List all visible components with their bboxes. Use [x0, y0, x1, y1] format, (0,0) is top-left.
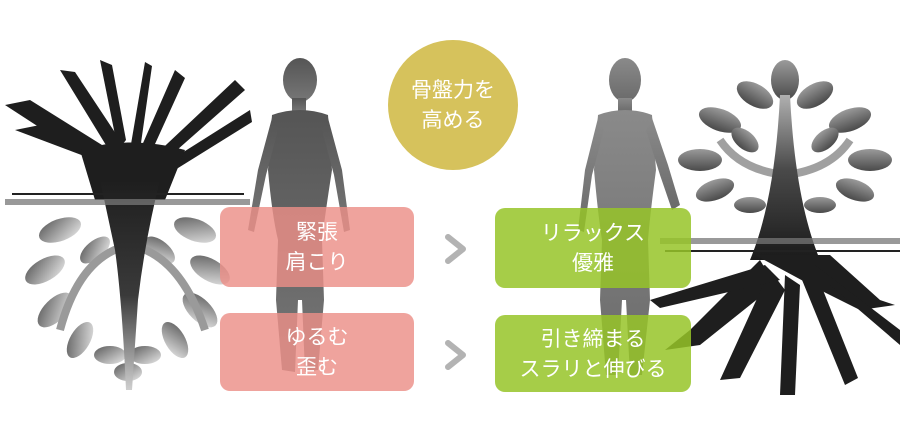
- chevron-right-icon: [445, 234, 466, 264]
- badge-line-1: 骨盤力を: [411, 78, 495, 102]
- center-badge: 骨盤力を 高める: [388, 40, 518, 170]
- after-item-tighten: 引き締まる スラリと伸びる: [495, 315, 691, 392]
- item-line-2: 肩こり: [285, 250, 349, 274]
- item-line-2: スラリと伸びる: [519, 356, 667, 381]
- item-line-1: 引き締まる: [540, 326, 646, 351]
- badge-line-2: 高める: [421, 108, 485, 132]
- item-line-2: 優雅: [572, 251, 614, 275]
- before-item-tension: 緊張 肩こり: [220, 207, 414, 287]
- chevron-right-icon: [445, 340, 466, 370]
- left-tree: [5, 60, 252, 390]
- after-item-relax: リラックス 優雅: [495, 208, 691, 288]
- item-line-2: 歪む: [296, 355, 338, 379]
- item-line-1: ゆるむ: [285, 325, 349, 349]
- right-tree: [650, 60, 900, 395]
- before-item-loose: ゆるむ 歪む: [220, 313, 414, 391]
- item-line-1: 緊張: [296, 220, 338, 244]
- item-line-1: リラックス: [540, 221, 646, 245]
